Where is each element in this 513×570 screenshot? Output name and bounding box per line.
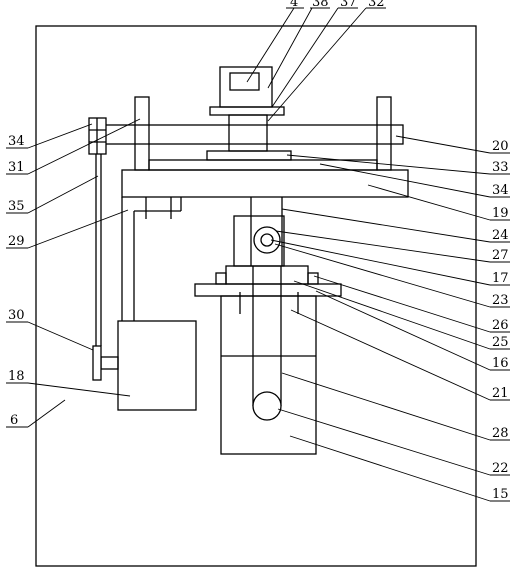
leader-25 <box>293 280 491 350</box>
leader-15 <box>289 435 491 502</box>
label-27: 27 <box>492 248 509 263</box>
label-23: 23 <box>492 293 509 308</box>
main-beam <box>121 169 409 198</box>
leader-38 <box>267 7 313 89</box>
leader-17 <box>270 239 491 286</box>
leader-33 <box>286 154 491 175</box>
label-24: 24 <box>492 228 509 243</box>
label-31: 31 <box>8 160 25 175</box>
device-support-block <box>228 114 268 152</box>
label-20: 20 <box>492 139 509 154</box>
label-38: 38 <box>312 0 329 10</box>
leader-19 <box>367 184 491 221</box>
label-32: 32 <box>368 0 385 10</box>
label-4: 4 <box>290 0 298 10</box>
label-25: 25 <box>492 335 509 350</box>
pulley-outer <box>253 226 281 254</box>
leader-18 <box>27 382 131 397</box>
right-post <box>376 96 392 171</box>
label-35: 35 <box>8 199 25 214</box>
clamp-tab-right <box>307 272 319 285</box>
leader-35 <box>27 175 99 214</box>
roller <box>252 391 282 421</box>
leader-29 <box>27 209 129 249</box>
leader-37 <box>271 7 339 108</box>
label-6: 6 <box>10 413 18 428</box>
label-33: 33 <box>492 160 509 175</box>
motor-box <box>117 320 197 411</box>
motor-shaft <box>100 356 119 370</box>
leader-20 <box>395 135 491 154</box>
label-34-upper: 34 <box>8 134 25 149</box>
label-16: 16 <box>492 356 509 371</box>
leader-27 <box>275 230 491 263</box>
leader-32 <box>267 7 367 122</box>
device-screen <box>229 72 260 91</box>
base-frame <box>35 25 477 567</box>
leader-16 <box>315 290 491 371</box>
leader-31 <box>27 118 141 175</box>
leader-34b <box>319 163 491 198</box>
label-15: 15 <box>492 487 509 502</box>
label-21: 21 <box>492 386 509 401</box>
slider-block <box>206 150 292 161</box>
label-19: 19 <box>492 206 509 221</box>
leader-4 <box>246 7 295 83</box>
label-17: 17 <box>492 271 509 286</box>
leader-24 <box>281 208 491 243</box>
leader-34a <box>27 123 93 149</box>
label-30: 30 <box>8 308 25 323</box>
label-28: 28 <box>492 426 509 441</box>
horizontal-rail <box>100 124 404 145</box>
container <box>220 295 317 455</box>
leader-23 <box>274 243 491 308</box>
label-34-lower: 34 <box>492 183 509 198</box>
label-18: 18 <box>8 369 25 384</box>
coupling <box>92 345 102 381</box>
leader-6 <box>27 399 66 428</box>
device-base-plate <box>209 106 285 116</box>
leader-21 <box>290 309 491 401</box>
leader-28 <box>281 372 491 441</box>
leader-22 <box>277 408 491 476</box>
leader-26 <box>313 275 491 333</box>
leader-30 <box>27 321 94 351</box>
clamp-tab-left <box>215 272 227 285</box>
label-29: 29 <box>8 234 25 249</box>
label-26: 26 <box>492 318 509 333</box>
label-22: 22 <box>492 461 509 476</box>
left-post <box>134 96 150 171</box>
label-37: 37 <box>340 0 357 10</box>
